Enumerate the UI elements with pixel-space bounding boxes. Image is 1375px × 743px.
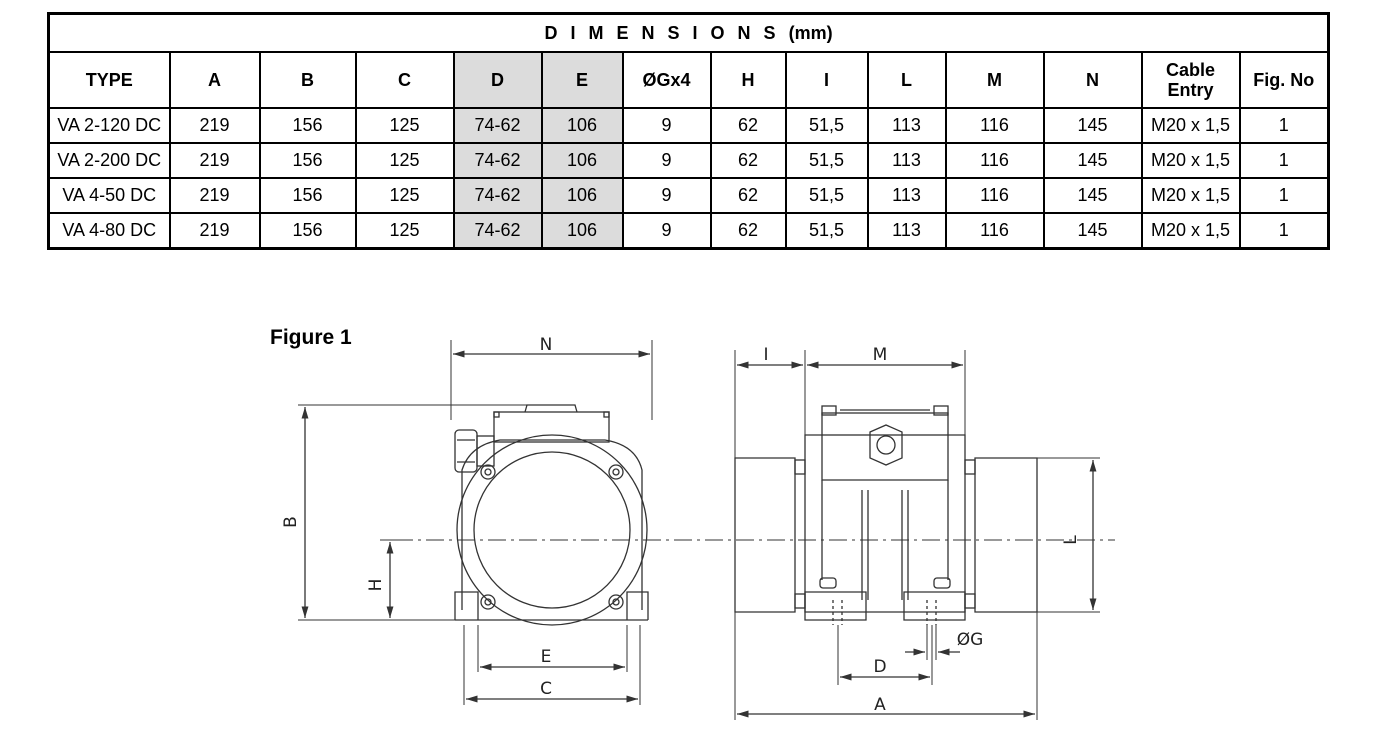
table-cell: 9 [621, 142, 712, 179]
label-e: E [541, 647, 552, 667]
table-cell: 125 [354, 177, 455, 214]
table-cell: 51,5 [784, 142, 869, 179]
table-cell: 145 [1042, 177, 1143, 214]
table-cell: 145 [1042, 107, 1143, 144]
side-view [734, 350, 1100, 720]
label-i: I [763, 345, 768, 365]
header-n: N [1042, 51, 1143, 109]
table-cell: 51,5 [784, 107, 869, 144]
cell-type: VA 2-120 DC [47, 107, 171, 144]
table-cell: 156 [258, 107, 357, 144]
label-d: D [873, 657, 886, 677]
label-m: M [873, 345, 888, 365]
table-title: D I M E N S I O N S (mm) [47, 12, 1330, 53]
table-cell: 116 [944, 107, 1045, 144]
table-cell: 9 [621, 107, 712, 144]
table-cell: 125 [354, 107, 455, 144]
table-cell: 113 [866, 177, 947, 214]
cell-type: VA 4-80 DC [47, 212, 171, 250]
table-cell: 1 [1238, 142, 1330, 179]
header-b: B [258, 51, 357, 109]
table-cell: 116 [944, 142, 1045, 179]
table-cell: M20 x 1,5 [1140, 177, 1241, 214]
table-cell: 1 [1238, 212, 1330, 250]
table-cell: 1 [1238, 177, 1330, 214]
table-cell: 74-62 [452, 212, 543, 250]
label-n: N [540, 335, 553, 355]
table-cell: 1 [1238, 107, 1330, 144]
table-cell: 125 [354, 212, 455, 250]
table-cell: M20 x 1,5 [1140, 142, 1241, 179]
table-cell: 113 [866, 142, 947, 179]
header-e: E [540, 51, 624, 109]
cell-type: VA 4-50 DC [47, 177, 171, 214]
cell-type: VA 2-200 DC [47, 142, 171, 179]
dimensions-table-container: D I M E N S I O N S (mm) TYPE A B C D E … [47, 12, 1331, 250]
label-g: ØG [957, 630, 984, 650]
figure-title: Figure 1 [270, 326, 352, 349]
header-cable-entry: Cable Entry [1140, 51, 1241, 109]
front-view [298, 340, 1115, 705]
table-cell: 51,5 [784, 177, 869, 214]
header-a: A [168, 51, 261, 109]
table-cell: 9 [621, 177, 712, 214]
header-type: TYPE [47, 51, 171, 109]
header-gx4: ØGx4 [621, 51, 712, 109]
header-h: H [709, 51, 787, 109]
label-c: C [540, 679, 552, 699]
table-cell: 156 [258, 142, 357, 179]
table-cell: 113 [866, 212, 947, 250]
table-cell: 125 [354, 142, 455, 179]
table-cell: 116 [944, 212, 1045, 250]
table-cell: 51,5 [784, 212, 869, 250]
label-l: L [1061, 535, 1081, 545]
header-m: M [944, 51, 1045, 109]
dimensions-table: D I M E N S I O N S (mm) TYPE A B C D E … [47, 12, 1331, 250]
table-title-text: D I M E N S I O N S [544, 22, 780, 43]
table-cell: 145 [1042, 212, 1143, 250]
header-i: I [784, 51, 869, 109]
table-cell: 113 [866, 107, 947, 144]
header-c: C [354, 51, 455, 109]
label-b: B [281, 516, 301, 528]
table-cell: 62 [709, 177, 787, 214]
table-cell: 74-62 [452, 107, 543, 144]
table-cell: 106 [540, 212, 624, 250]
table-cell: 106 [540, 177, 624, 214]
table-cell: 62 [709, 107, 787, 144]
table-cell: 106 [540, 142, 624, 179]
table-cell: 219 [168, 142, 261, 179]
table-cell: 116 [944, 177, 1045, 214]
table-cell: 219 [168, 212, 261, 250]
header-l: L [866, 51, 947, 109]
table-cell: 106 [540, 107, 624, 144]
table-cell: 74-62 [452, 142, 543, 179]
table-cell: 62 [709, 142, 787, 179]
table-cell: 62 [709, 212, 787, 250]
table-cell: 145 [1042, 142, 1143, 179]
header-d: D [452, 51, 543, 109]
table-cell: 9 [621, 212, 712, 250]
table-cell: 219 [168, 177, 261, 214]
table-cell: 219 [168, 107, 261, 144]
table-cell: 156 [258, 177, 357, 214]
table-cell: M20 x 1,5 [1140, 212, 1241, 250]
table-cell: 156 [258, 212, 357, 250]
label-h: H [366, 579, 386, 592]
table-cell: 74-62 [452, 177, 543, 214]
label-a: A [874, 695, 886, 715]
table-cell: M20 x 1,5 [1140, 107, 1241, 144]
table-unit: (mm) [788, 22, 833, 43]
header-fig-no: Fig. No [1238, 51, 1330, 109]
